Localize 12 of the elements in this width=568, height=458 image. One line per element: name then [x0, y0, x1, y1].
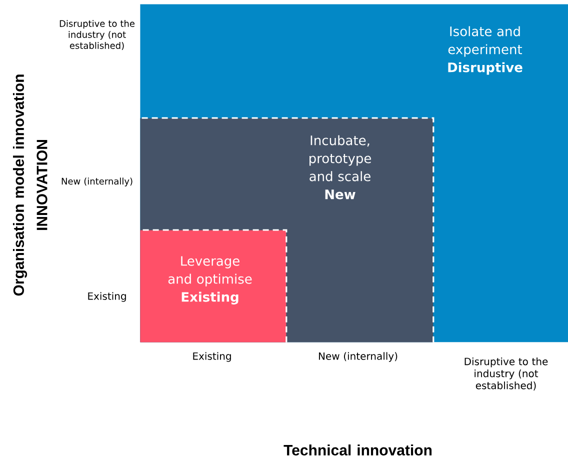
axis-label: Disruptive to the industry (not established) — [60, 20, 134, 50]
axis-label: New (internally) — [318, 352, 398, 362]
axis-label: New (internally) — [62, 178, 132, 186]
axis-label: Existing — [193, 352, 231, 362]
quadrant-label: Isolate and experiment Disruptive — [448, 26, 522, 75]
axis-title: Technical innovation — [284, 444, 432, 456]
axis-label: Disruptive to the industry (not established) — [464, 358, 548, 390]
axis-title: INNOVATION — [36, 140, 48, 230]
axis-label: Existing — [88, 292, 126, 302]
axis-title: Organisation model innovation — [12, 74, 28, 296]
quadrant-label: Leverage and optimise Existing — [168, 256, 252, 304]
quadrant-label: Incubate, prototype and scale New — [310, 135, 371, 200]
